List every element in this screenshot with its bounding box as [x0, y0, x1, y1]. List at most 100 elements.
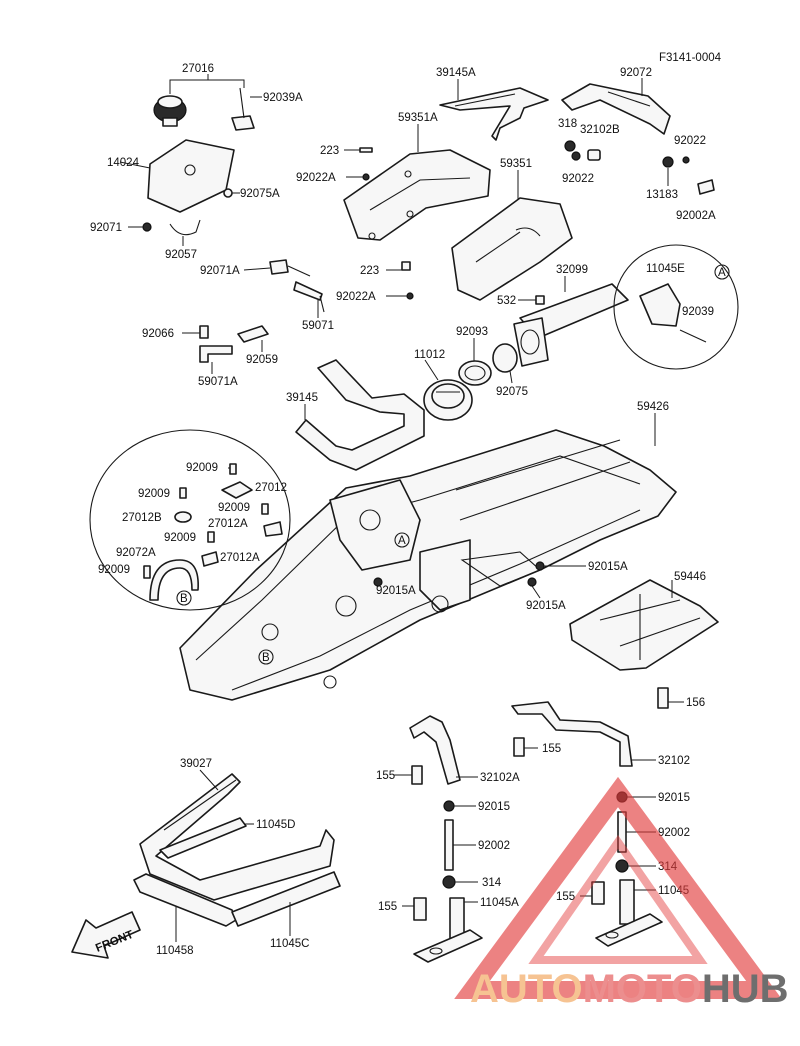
label-27012A: 27012A	[208, 518, 248, 530]
label-92009d: 92009	[164, 532, 196, 544]
label-318: 318	[558, 118, 577, 130]
label-27016: 27016	[182, 63, 214, 75]
label-92075: 92075	[496, 386, 528, 398]
watermark: AUTOMOTOHUB	[454, 776, 789, 1011]
label-11012: 11012	[414, 349, 445, 361]
label-13183: 13183	[646, 189, 678, 201]
label-223b: 223	[360, 265, 379, 277]
label-532: 532	[497, 295, 516, 307]
handle-39145	[295, 359, 425, 471]
hull-marker-a: A	[398, 535, 406, 547]
label-59351A: 59351A	[398, 112, 438, 124]
label-14024: 14024	[107, 157, 140, 169]
label-59426: 59426	[637, 401, 669, 413]
label-92039: 92039	[682, 306, 714, 318]
label-92072: 92072	[620, 67, 652, 79]
strip-11045C	[231, 871, 341, 927]
cap-27016	[153, 95, 187, 127]
handle-39145A	[439, 87, 549, 141]
label-39027: 39027	[180, 758, 212, 770]
label-155b: 155	[376, 770, 395, 782]
step-32102A	[409, 715, 461, 785]
label-92009e: 92009	[98, 564, 130, 576]
clip-92039A	[231, 87, 255, 131]
label-92093: 92093	[456, 326, 488, 338]
bracket-11045A	[413, 897, 483, 963]
label-223a: 223	[320, 145, 339, 157]
hull-59426	[179, 429, 677, 701]
bracket-11045	[595, 879, 663, 947]
label-92039A: 92039A	[263, 92, 303, 104]
label-92009a: 92009	[186, 462, 218, 474]
tube-32099	[513, 283, 629, 367]
label-92009c: 92009	[218, 502, 250, 514]
label-11045E: 11045E	[646, 263, 685, 275]
strip-11045D	[159, 817, 247, 859]
watermark-logo: AUTOMOTOHUB	[470, 967, 789, 1011]
label-92066: 92066	[142, 328, 174, 340]
label-32099: 32099	[556, 264, 588, 276]
label-32102B: 32102B	[580, 124, 620, 136]
label-92015Ab: 92015A	[588, 561, 628, 573]
label-32102: 32102	[658, 755, 690, 767]
label-92009b: 92009	[138, 488, 170, 500]
label-11045C: 11045C	[270, 938, 309, 950]
label-92002b: 92002	[658, 827, 690, 839]
label-39145: 39145	[286, 392, 318, 404]
label-92071A: 92071A	[200, 265, 240, 277]
label-155c: 155	[378, 901, 397, 913]
label-92015Ac: 92015A	[526, 600, 566, 612]
tube-92071A	[269, 259, 311, 277]
label-59071: 59071	[302, 320, 334, 332]
plug-92075	[492, 343, 518, 373]
detail-b-ellipse	[89, 429, 291, 611]
watermark-triangle	[454, 776, 782, 999]
label-59446: 59446	[674, 571, 706, 583]
label-92075A: 92075A	[240, 188, 280, 200]
label-92022a: 92022	[562, 173, 594, 185]
plate-59446	[569, 579, 719, 671]
label-92015a: 92015	[478, 801, 510, 813]
panel-59351A	[343, 149, 491, 241]
hull-marker-b: B	[262, 652, 270, 664]
label-314a: 314	[482, 877, 502, 889]
detail-a-circle	[613, 244, 739, 370]
label-59071A: 59071A	[198, 376, 238, 388]
pipe-59071	[293, 281, 325, 313]
label-92059: 92059	[246, 354, 278, 366]
label-92002A: 92002A	[676, 210, 716, 222]
label-155d: 155	[556, 891, 575, 903]
label-27012B: 27012B	[122, 512, 162, 524]
label-92057: 92057	[165, 249, 197, 261]
label-92022b: 92022	[674, 135, 706, 147]
figure-code: F3141-0004	[659, 52, 722, 64]
label-92022Aa: 92022A	[296, 172, 336, 184]
handle-92072	[561, 83, 671, 135]
label-92022Ab: 92022A	[336, 291, 376, 303]
panel-59351	[451, 197, 573, 301]
label-27012Ab: 27012A	[220, 552, 260, 564]
label-32102A: 32102A	[480, 772, 520, 784]
step-32102	[511, 701, 633, 767]
marker-a: A	[718, 267, 726, 279]
cap-11012	[423, 379, 473, 421]
label-156: 156	[686, 697, 705, 709]
label-39145A: 39145A	[436, 67, 476, 79]
label-92071: 92071	[90, 222, 122, 234]
bumper-39027	[139, 773, 335, 901]
label-11045D: 11045D	[256, 819, 295, 831]
label-59351: 59351	[500, 158, 532, 170]
label-110458: 110458	[156, 945, 194, 957]
cover-14024	[147, 139, 235, 213]
ring-92093	[458, 360, 492, 386]
label-92015Aa: 92015A	[376, 585, 416, 597]
marker-b: B	[180, 593, 188, 605]
label-92072A: 92072A	[116, 547, 156, 559]
label-27012: 27012	[255, 482, 287, 494]
label-92015b: 92015	[658, 792, 690, 804]
front-arrow: FRONT	[71, 911, 141, 959]
label-92002a: 92002	[478, 840, 510, 852]
label-11045A: 11045A	[480, 897, 519, 909]
label-155a: 155	[542, 743, 561, 755]
